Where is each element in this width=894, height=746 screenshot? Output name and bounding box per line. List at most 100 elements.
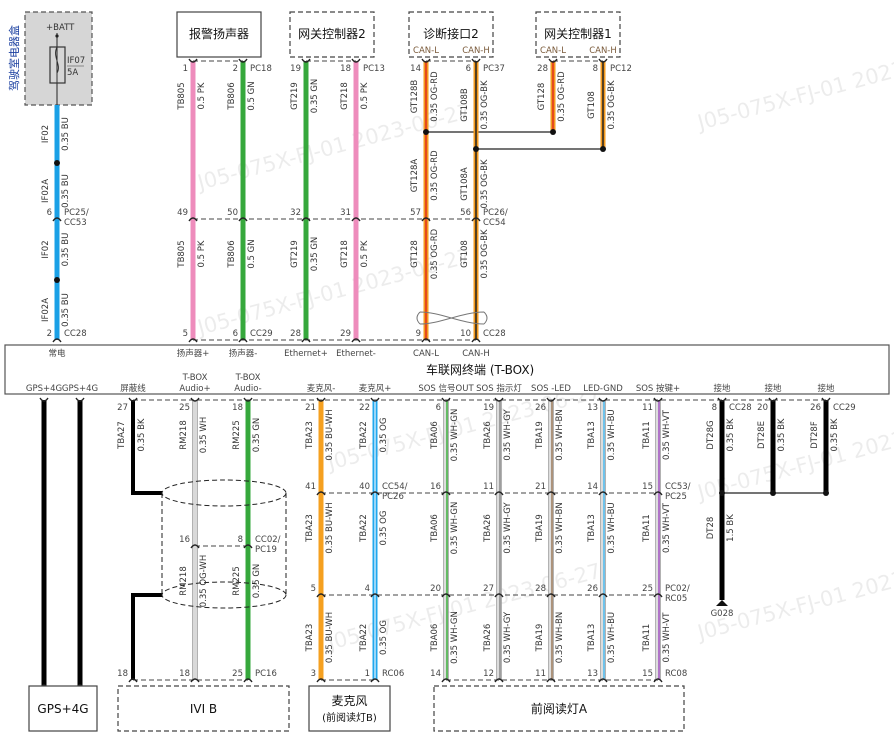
pin-number: 25 — [232, 669, 243, 679]
splice-dot — [719, 490, 725, 496]
shield-ellipse — [161, 479, 287, 507]
pin-terminal-icon — [653, 593, 663, 598]
pin-number: 32 — [290, 208, 301, 218]
wire-spec-label: 0.35 WH-GY — [503, 409, 513, 461]
pin-terminal-icon — [546, 678, 556, 683]
pin-number: 12 — [483, 669, 494, 679]
connector-id: PC37 — [483, 64, 505, 74]
component-name: GPS+4G — [37, 702, 88, 716]
pin-terminal-icon — [188, 58, 198, 63]
pin-terminal-icon — [441, 678, 451, 683]
shield-drain-wire — [131, 400, 162, 495]
pin-terminal-icon — [548, 58, 558, 63]
pin-number: 15 — [642, 669, 653, 679]
tbox-bottom-pin-label: GPS+4G — [26, 384, 62, 394]
pin-terminal-icon — [238, 217, 248, 222]
connector-id: RC05 — [665, 594, 687, 604]
pin-number: 28 — [537, 64, 548, 74]
component-box — [408, 11, 494, 58]
wire-circuit-label: TBA19 — [535, 624, 545, 653]
fuse-element-icon — [55, 46, 59, 83]
pin-terminal-icon — [190, 678, 200, 683]
pin-number: 27 — [117, 403, 128, 413]
pin-number: 3 — [311, 669, 316, 679]
pin-number: 1 — [365, 669, 370, 679]
wire-circuit-label: RM225 — [232, 566, 242, 595]
pin-terminal-icon — [351, 338, 361, 343]
pin-terminal-icon — [370, 491, 380, 496]
pin-terminal-icon — [821, 397, 831, 402]
pin-number: 11 — [642, 403, 653, 413]
tbox-bottom-pin-label: T-BOX — [182, 373, 208, 383]
component-box — [433, 685, 685, 732]
pin-number: 8 — [238, 535, 243, 545]
wire-circuit-label: TBA11 — [642, 514, 652, 543]
pin-terminal-icon — [370, 593, 380, 598]
wire-spec-label: 0.5 PK — [360, 240, 370, 267]
wire-spec-label: 0.35 GN — [252, 418, 262, 453]
wire-spec-label: 0.35 OG-RD — [557, 71, 567, 122]
wire-spec-label: 0.35 WH-BU — [607, 409, 617, 460]
pin-terminal-icon — [52, 217, 62, 222]
connector-id: CC53/ — [665, 482, 691, 492]
connector-id: CC53 — [64, 218, 87, 228]
wire-spec-label: 0.35 WH-GN — [450, 502, 460, 555]
pin-number: 1 — [183, 64, 188, 74]
pin-number: 8 — [712, 403, 717, 413]
pin-terminal-icon — [370, 397, 380, 402]
pin-terminal-icon — [441, 593, 451, 598]
tbox-bottom-pin-label: 接地 — [764, 383, 782, 394]
wire-spec-label: 0.35 OG-BK — [480, 80, 490, 130]
wire-spec-label: 0.35 BU — [61, 293, 71, 327]
wire-circuit-label: TBA19 — [535, 421, 545, 450]
pin-number: 14 — [410, 64, 421, 74]
pin-terminal-icon — [598, 397, 608, 402]
component-name: 网关控制器1 — [544, 27, 612, 41]
wire-circuit-label: DT28E — [757, 421, 767, 449]
component-name: 报警扬声器 — [189, 26, 249, 41]
pin-terminal-icon — [471, 58, 481, 63]
wire-circuit-label: TBA23 — [305, 624, 315, 653]
tbox-top-pin-label: CAN-L — [413, 349, 439, 359]
wire-spec-label: 0.5 PK — [197, 240, 207, 267]
wire-spec-label: 0.35 GN — [310, 79, 320, 114]
splice-dot — [550, 129, 556, 135]
pin-terminal-icon — [39, 397, 49, 402]
pin-number: 15 — [642, 482, 653, 492]
component-pin-label: CAN-L — [540, 46, 566, 56]
wire-circuit-label: TB805 — [177, 82, 187, 110]
wire-spec-label: 0.35 WH-VT — [662, 502, 672, 553]
pin-terminal-icon — [188, 338, 198, 343]
pin-terminal-icon — [316, 678, 326, 683]
tbox-bottom-pin-label: 接地 — [817, 383, 835, 394]
wire-circuit-label: GT128 — [537, 83, 547, 111]
pin-terminal-icon — [653, 397, 663, 402]
fuse-box — [24, 11, 93, 106]
wire-circuit-label: RM218 — [179, 566, 189, 595]
pin-terminal-icon — [370, 678, 380, 683]
tbox-bottom-pin-label: 麦克风- — [307, 383, 336, 394]
pin-terminal-icon — [243, 397, 253, 402]
pin-terminal-icon — [190, 397, 200, 402]
pin-terminal-icon — [471, 217, 481, 222]
connector-id: CC28 — [64, 329, 87, 339]
pin-terminal-icon — [316, 491, 326, 496]
wire-circuit-label: TBA11 — [642, 421, 652, 450]
tbox-top-pin-label: 扬声器- — [229, 348, 258, 359]
pin-number: 31 — [340, 208, 351, 218]
ground-label: G028 — [711, 609, 734, 619]
pin-terminal-icon — [421, 217, 431, 222]
pin-terminal-icon — [653, 491, 663, 496]
pin-terminal-icon — [546, 491, 556, 496]
pin-number: 18 — [340, 64, 351, 74]
component-name: IVI B — [190, 702, 217, 716]
pin-terminal-icon — [301, 338, 311, 343]
wire-circuit-label: TBA26 — [483, 624, 493, 653]
wire-spec-label: 0.35 BK — [726, 418, 736, 451]
connector-id: CC54/ — [382, 482, 408, 492]
pin-terminal-icon — [243, 544, 253, 549]
pin-terminal-icon — [717, 397, 727, 402]
tbox-top-pin-label: 扬声器+ — [177, 348, 210, 359]
tbox-bottom-pin-label: Audio- — [234, 384, 261, 394]
